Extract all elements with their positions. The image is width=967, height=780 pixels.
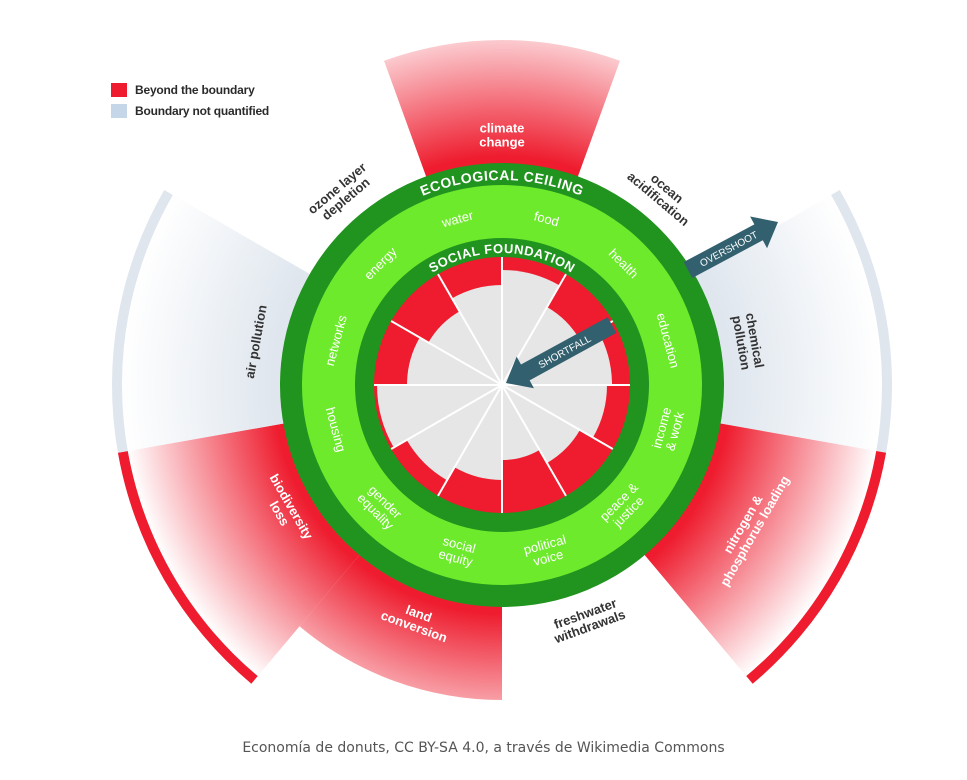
foundation-level-housing bbox=[377, 385, 502, 448]
foundation-level-water bbox=[452, 285, 502, 385]
segment-divider bbox=[390, 384, 503, 450]
social-shortfall-wedges bbox=[374, 257, 630, 513]
foundation-level-peace-justice bbox=[502, 385, 580, 463]
segment-divider bbox=[437, 384, 503, 497]
legend-label-beyond: Beyond the boundary bbox=[135, 82, 255, 97]
legend-label-not-quantified: Boundary not quantified bbox=[135, 103, 270, 118]
foundation-level-energy bbox=[428, 311, 502, 385]
foundation-level-gender-equality bbox=[406, 385, 502, 481]
legend: Beyond the boundary Boundary not quantif… bbox=[111, 79, 269, 121]
segment-divider bbox=[501, 384, 567, 497]
foundation-level-political-voice bbox=[502, 385, 540, 460]
segment-divider bbox=[390, 320, 503, 386]
foundation-level-food bbox=[502, 270, 560, 385]
foundation-level-networks bbox=[407, 337, 502, 385]
foundation-level-income-work bbox=[502, 385, 607, 438]
blue-grey-swatch bbox=[111, 103, 127, 118]
foundation-label-food: food bbox=[532, 208, 560, 229]
legend-item-beyond: Beyond the boundary bbox=[111, 79, 269, 100]
foundation-level-social-equity bbox=[454, 385, 502, 481]
segment-divider bbox=[501, 384, 614, 450]
legend-item-not-quantified: Boundary not quantified bbox=[111, 100, 269, 121]
image-caption: Economía de donuts, CC BY-SA 4.0, a trav… bbox=[242, 740, 725, 756]
segment-divider bbox=[437, 273, 503, 386]
red-swatch bbox=[111, 82, 127, 97]
